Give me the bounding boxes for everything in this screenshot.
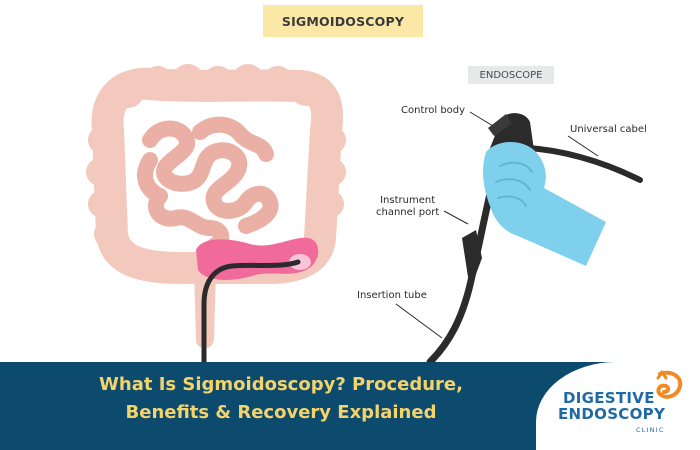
diagram-title: SIGMOIDOSCOPY bbox=[263, 5, 423, 37]
logo-text-clinic: CLINIC bbox=[636, 426, 665, 434]
headline-line1: What Is Sigmoidoscopy? Procedure, bbox=[99, 374, 463, 395]
logo-text-endoscopy: ENDOSCOPY bbox=[558, 405, 666, 423]
headline-line2: Benefits & Recovery Explained bbox=[125, 402, 437, 423]
label-instrument-port-line2: channel port bbox=[376, 207, 440, 218]
leader-universal-cable bbox=[567, 135, 599, 157]
label-control-body: Control body bbox=[401, 105, 466, 116]
label-instrument-port-line1: Instrument bbox=[380, 195, 436, 206]
sigmoidoscopy-illustration bbox=[86, 64, 643, 362]
logo-text-digestive: DIGESTIVE bbox=[563, 389, 655, 407]
large-intestine bbox=[86, 64, 346, 284]
small-intestine bbox=[137, 116, 279, 254]
label-universal-cable: Universal cabel bbox=[570, 124, 647, 135]
inserted-scope-tube bbox=[201, 259, 301, 362]
endoscope-device bbox=[426, 113, 643, 362]
gloved-hand bbox=[483, 141, 606, 266]
banner-headline: What Is Sigmoidoscopy? Procedure, Benefi… bbox=[40, 371, 522, 427]
logo-background bbox=[536, 362, 700, 450]
label-insertion-tube: Insertion tube bbox=[357, 290, 427, 301]
leader-control-body bbox=[469, 111, 494, 127]
clinic-logo-icon bbox=[656, 370, 683, 399]
endoscope-section-label: ENDOSCOPE bbox=[468, 66, 554, 84]
label-instrument-channel-port: Instrument channel port bbox=[376, 195, 439, 219]
leader-insertion-tube bbox=[395, 303, 443, 339]
label-leader-lines bbox=[395, 111, 599, 339]
leader-instrument-port bbox=[443, 210, 469, 225]
